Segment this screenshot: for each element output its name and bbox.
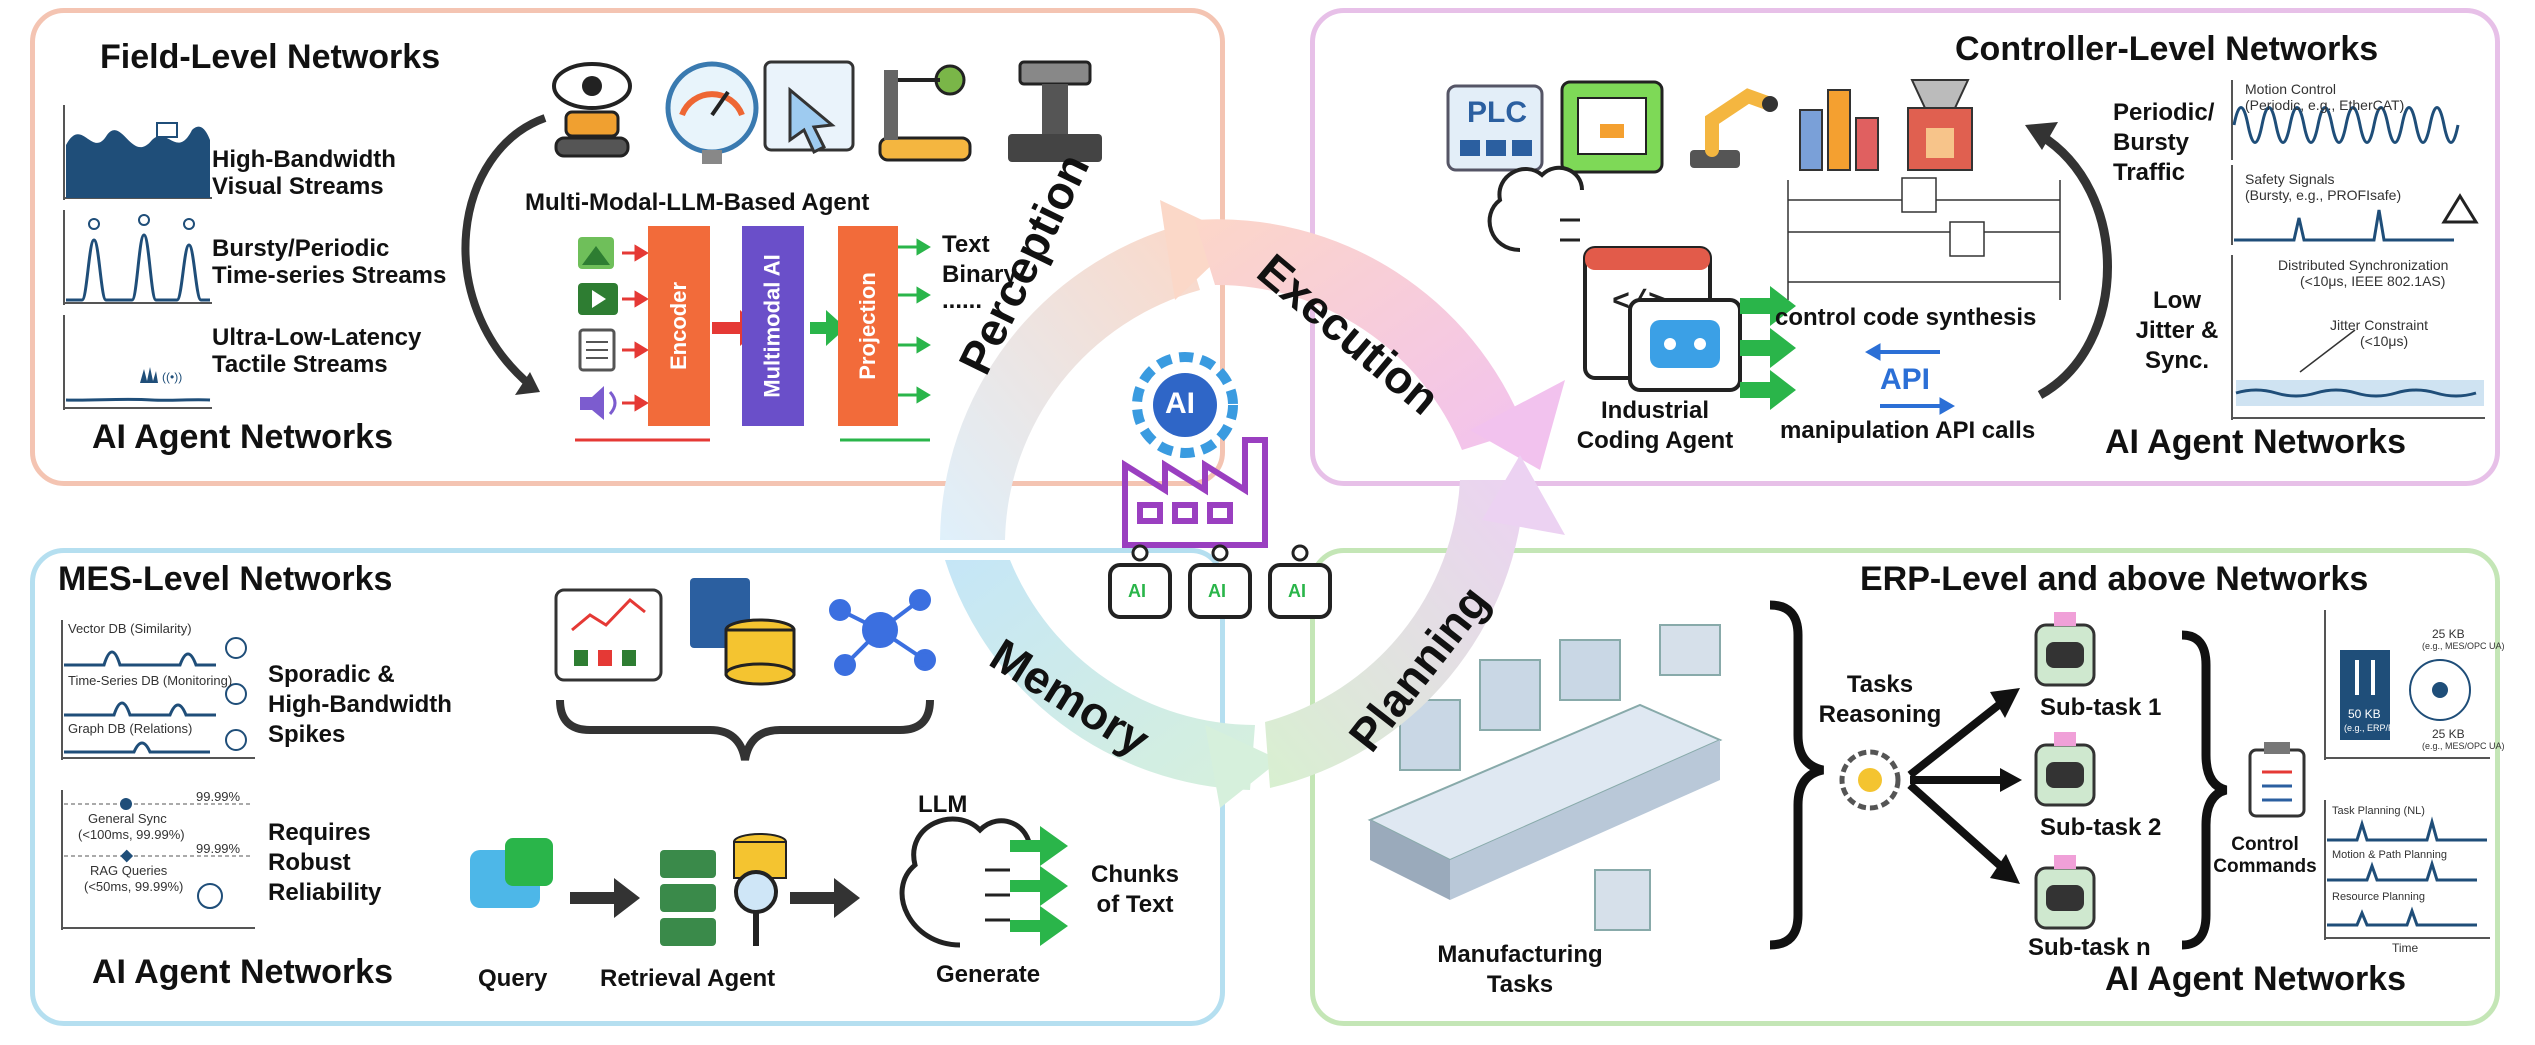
kb50-sub: (e.g., ERP/REST) [2344, 723, 2416, 733]
spikes-line3: Spikes [268, 721, 346, 748]
visual-stream-chart [62, 105, 212, 200]
robust-line2: Robust [268, 849, 351, 876]
resource-planning-label: Resource Planning [2332, 891, 2425, 903]
field-footer: AI Agent Networks [92, 418, 394, 456]
spikes-line1: Sporadic & [268, 661, 395, 688]
controller-level-title: Controller-Level Networks [1955, 30, 2379, 68]
dist-sync-line1: Distributed Synchronization [2278, 257, 2449, 273]
traffic-line3: Traffic [2113, 159, 2186, 186]
robot-3-label: AI [1288, 581, 1306, 601]
robust-line3: Reliability [268, 879, 382, 906]
reliability-pct-1: 99.99% [196, 789, 241, 804]
safety-line1: Safety Signals [2245, 171, 2335, 187]
plc-label: PLC [1467, 96, 1527, 129]
control-line2: Commands [2213, 856, 2317, 877]
tactile-stream-chart: ((•)) [62, 315, 212, 410]
subtask-2-label: Sub-task 2 [2040, 814, 2162, 841]
retrieval-label: Retrieval Agent [600, 965, 776, 992]
svg-text:((•)): ((•)) [162, 370, 182, 384]
kb25a-label: 25 KB [2432, 627, 2465, 641]
general-sync-line1: General Sync [88, 811, 167, 826]
robust-line1: Requires [268, 819, 371, 846]
query-label: Query [478, 965, 548, 992]
stream-3-line1: Ultra-Low-Latency [212, 324, 422, 351]
visual-wave [63, 105, 212, 200]
field-level-title: Field-Level Networks [100, 38, 441, 76]
stream-2-line2: Time-series Streams [212, 262, 447, 289]
kb25a-sub: (e.g., MES/OPC UA) [2422, 641, 2505, 651]
tasks-line2: Reasoning [1818, 701, 1942, 728]
erp-level-title: ERP-Level and above Networks [1860, 560, 2369, 598]
chunks-line1: Chunks [1090, 861, 1179, 888]
bursty-wave [63, 210, 212, 305]
projection-label: Projection [855, 272, 881, 380]
mes-footer: AI Agent Networks [92, 953, 394, 991]
general-sync-line2: (<100ms, 99.99%) [78, 827, 185, 842]
motion-planning-label: Motion & Path Planning [2332, 849, 2447, 861]
time-series-chart [62, 210, 212, 305]
dist-sync-line2: (<10μs, IEEE 802.1AS) [2300, 273, 2446, 289]
safety-line2: (Bursty, e.g., PROFIsafe) [2245, 187, 2402, 203]
rag-line2: (<50ms, 99.99%) [84, 879, 184, 894]
traffic-line2: Bursty [2113, 129, 2190, 156]
projection-block: Projection [838, 226, 898, 426]
time-axis-label: Time [2392, 941, 2419, 955]
generate-label: Generate [936, 961, 1041, 988]
chunks-line2: of Text [1096, 891, 1174, 918]
stream-1-line1: High-Bandwidth [212, 146, 396, 173]
robot-1-label: AI [1128, 581, 1146, 601]
low-jitter-line3: Sync. [2144, 347, 2210, 374]
ai-gear-label: AI [1165, 387, 1195, 420]
motion-line1: Motion Control [2245, 81, 2337, 97]
low-jitter-line1: Low [2153, 287, 2201, 314]
controller-footer: AI Agent Networks [2105, 423, 2407, 461]
encoder-block: Encoder [648, 226, 710, 426]
mes-level-title: MES-Level Networks [58, 560, 393, 598]
kb25b-sub: (e.g., MES/OPC UA) [2422, 741, 2505, 751]
erp-footer: AI Agent Networks [2105, 960, 2407, 998]
spikes-line2: High-Bandwidth [268, 691, 452, 718]
controller-level-panel [1310, 8, 2500, 486]
encoder-label: Encoder [666, 281, 691, 371]
manufacturing-line1: Manufacturing [1437, 941, 1603, 968]
motion-line2: (Periodic, e.g., EtherCAT) [2245, 97, 2405, 113]
stream-1-line2: Visual Streams [212, 173, 384, 200]
manufacturing-line2: Tasks [1486, 971, 1554, 998]
traffic-line1: Periodic/ [2113, 99, 2215, 126]
code-synthesis-label: control code synthesis [1775, 304, 2037, 331]
coding-agent-line2: Coding Agent [1576, 427, 1734, 454]
tactile-wave: ((•)) [63, 315, 212, 410]
low-jitter-line2: Jitter & [2135, 317, 2219, 344]
output-text: Text [942, 231, 990, 258]
subtask-1-label: Sub-task 1 [2040, 694, 2162, 721]
tasks-line1: Tasks [1846, 671, 1914, 698]
subtask-n-label: Sub-task n [2028, 934, 2151, 961]
agent-title: Multi-Modal-LLM-Based Agent [525, 189, 870, 216]
task-planning-label: Task Planning (NL) [2332, 805, 2425, 817]
rag-line1: RAG Queries [90, 863, 168, 878]
coding-agent-line1: Industrial [1600, 397, 1709, 424]
kb25b-label: 25 KB [2432, 727, 2465, 741]
stream-3-line2: Tactile Streams [212, 351, 388, 378]
multimodal-label: Multimodal AI [760, 254, 785, 398]
db-vector: Vector DB (Similarity) [68, 621, 192, 636]
api-calls-label: manipulation API calls [1780, 417, 2036, 444]
db-graph: Graph DB (Relations) [68, 721, 193, 736]
multimodal-block: Multimodal AI [742, 226, 804, 426]
jitter-line1: Jitter Constraint [2330, 317, 2429, 333]
api-label: API [1880, 363, 1931, 396]
stream-2-line1: Bursty/Periodic [212, 235, 390, 262]
robot-2-label: AI [1208, 581, 1226, 601]
control-line1: Control [2231, 834, 2299, 855]
kb50-label: 50 KB [2348, 707, 2381, 721]
jitter-line2: (<10μs) [2360, 333, 2409, 349]
llm-label: LLM [918, 791, 968, 818]
db-timeseries: Time-Series DB (Monitoring) [68, 673, 233, 688]
reliability-pct-2: 99.99% [196, 841, 241, 856]
